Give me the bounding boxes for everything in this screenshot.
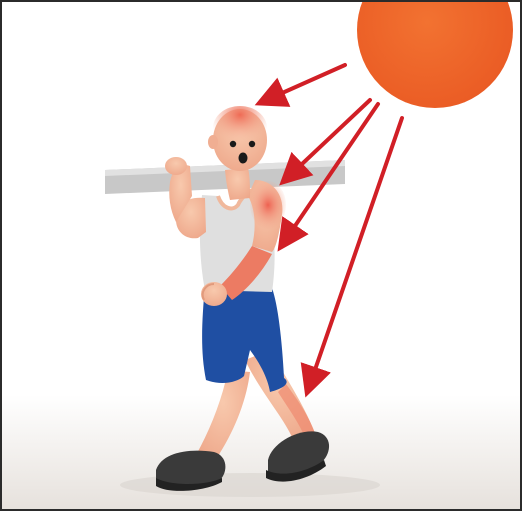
right-eye — [249, 141, 255, 147]
left-eye — [230, 141, 236, 147]
mouth — [239, 153, 248, 164]
